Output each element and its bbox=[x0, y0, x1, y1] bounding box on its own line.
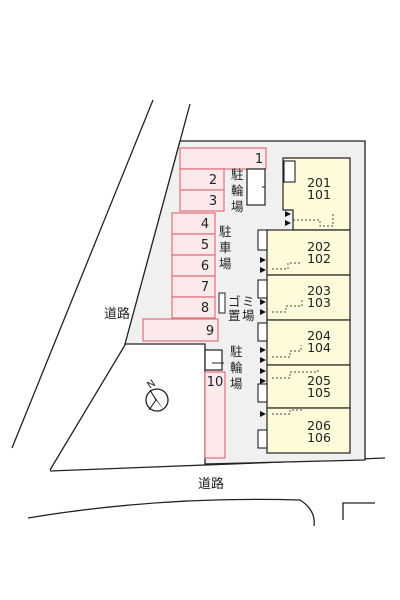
entrance-arrows bbox=[260, 211, 291, 417]
parking-number-7: 7 bbox=[201, 280, 209, 295]
entrance-arrow-6 bbox=[260, 309, 266, 315]
parking-label-char-1: 駐 bbox=[219, 224, 232, 239]
notch-5 bbox=[257, 383, 268, 403]
garbage-label-char-2: ミ bbox=[242, 294, 255, 309]
unit-203: 203 bbox=[307, 283, 331, 298]
entrance-arrow-10 bbox=[260, 378, 266, 384]
bicycle-upper-char-1: 駐 bbox=[231, 167, 244, 182]
parking-space-9 bbox=[142, 318, 219, 342]
parking-space-1 bbox=[179, 147, 267, 170]
bicycle-lower-char-1: 駐 bbox=[230, 344, 243, 359]
building-unit-202-102 bbox=[266, 229, 351, 276]
stair-lines bbox=[272, 214, 334, 415]
road-edge-lower bbox=[27, 498, 315, 527]
stair-line-6 bbox=[272, 409, 303, 415]
unit-101: 101 bbox=[307, 187, 331, 202]
bicycle-upper-char-2: 輪 bbox=[231, 183, 244, 198]
building-unit-206-106 bbox=[266, 407, 351, 454]
building-notches bbox=[257, 160, 296, 449]
parking-number-2: 2 bbox=[209, 173, 217, 188]
entrance-arrow-4 bbox=[260, 267, 266, 273]
unit-102: 102 bbox=[307, 251, 331, 266]
entrance-arrow-11 bbox=[260, 411, 266, 417]
bicycle-lower-char-3: 場 bbox=[230, 376, 243, 391]
compass-needle-tail bbox=[148, 389, 157, 411]
garbage-label-char-1: ゴ bbox=[228, 294, 241, 309]
entrance-arrow-2 bbox=[285, 220, 291, 226]
parking-space-10 bbox=[204, 371, 226, 459]
unit-104: 104 bbox=[307, 340, 331, 355]
parking-number-6: 6 bbox=[201, 259, 209, 274]
entrance-arrow-9 bbox=[260, 368, 266, 374]
entrance-arrow-5 bbox=[260, 299, 266, 305]
unit-202: 202 bbox=[307, 239, 331, 254]
unit-206: 206 bbox=[307, 418, 331, 433]
compass-icon: N bbox=[145, 378, 169, 412]
apartment-building bbox=[266, 157, 351, 454]
parking-number-9: 9 bbox=[206, 324, 214, 339]
entrance-arrow-1 bbox=[285, 211, 291, 217]
garbage-label-char-4: 場 bbox=[242, 308, 255, 323]
road-edge-left-1 bbox=[11, 99, 154, 449]
parking-label-char-3: 場 bbox=[219, 256, 232, 271]
entrance-arrow-8 bbox=[260, 357, 266, 363]
unit-205: 205 bbox=[307, 373, 331, 388]
notch-1 bbox=[283, 160, 296, 183]
road-corner bbox=[342, 502, 375, 520]
stair-line-4 bbox=[272, 345, 302, 358]
parking-area bbox=[142, 147, 267, 459]
parking-number-3: 3 bbox=[209, 194, 217, 209]
parking-number-4: 4 bbox=[201, 217, 209, 232]
parking-number-1: 1 bbox=[255, 152, 263, 167]
label-bicycle-lower: 駐 輪 場 bbox=[230, 344, 243, 391]
unit-106: 106 bbox=[307, 430, 331, 445]
notch-4 bbox=[257, 322, 268, 342]
label-parking: 駐 車 場 bbox=[219, 224, 232, 271]
road-label-bottom: 道路 bbox=[198, 476, 224, 492]
parking-space-3 bbox=[179, 189, 225, 212]
stair-line-2 bbox=[272, 262, 300, 270]
building-unit-203-103 bbox=[266, 274, 351, 321]
entrance-arrow-3 bbox=[260, 257, 266, 263]
garbage-box bbox=[218, 292, 226, 314]
unit-201: 201 bbox=[307, 175, 331, 190]
building-unit-204-104 bbox=[266, 319, 351, 366]
stair-line-3 bbox=[272, 300, 303, 313]
label-garbage: ゴ ミ 置 場 bbox=[228, 294, 255, 323]
parking-number-5: 5 bbox=[201, 238, 209, 253]
parking-number-10: 10 bbox=[207, 375, 224, 390]
unit-103: 103 bbox=[307, 295, 331, 310]
label-bicycle-upper: 駐 輪 場 bbox=[231, 167, 244, 214]
parking-space-2 bbox=[179, 168, 225, 191]
bicycle-upper-char-3: 場 bbox=[231, 199, 244, 214]
unit-105: 105 bbox=[307, 385, 331, 400]
bicycle-lower-char-2: 輪 bbox=[230, 360, 243, 375]
unit-204: 204 bbox=[307, 328, 331, 343]
building-unit-205-105 bbox=[266, 364, 351, 409]
parking-space-numbers: 1 2 3 4 5 6 7 8 9 10 bbox=[201, 152, 263, 390]
road-label-left: 道路 bbox=[104, 306, 130, 322]
notch-3 bbox=[257, 279, 268, 299]
parking-label-char-2: 車 bbox=[219, 240, 232, 255]
stair-line-1 bbox=[293, 214, 334, 227]
parking-number-8: 8 bbox=[201, 301, 209, 316]
notch-6 bbox=[257, 429, 268, 449]
notch-2 bbox=[257, 229, 268, 251]
garbage-label-char-3: 置 bbox=[228, 308, 241, 323]
bicycle-parking-lower bbox=[204, 349, 223, 371]
unit-numbers: 201 101 202 102 203 103 204 104 205 105 … bbox=[307, 175, 331, 445]
parking-space-8 bbox=[171, 296, 216, 319]
stair-line-5 bbox=[272, 368, 319, 379]
entrance-arrow-7 bbox=[260, 347, 266, 353]
